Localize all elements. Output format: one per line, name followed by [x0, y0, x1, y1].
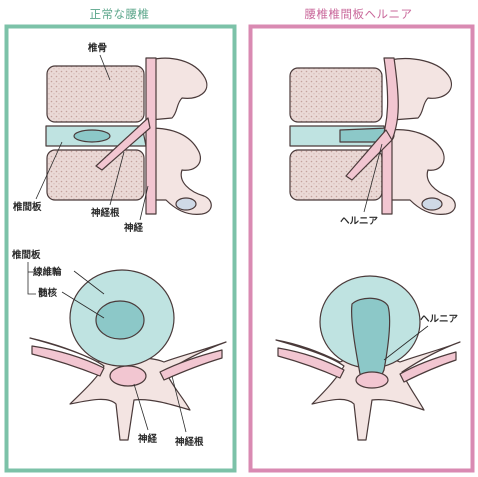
left-vertebra-upper — [47, 66, 144, 122]
left-vertebra-lower — [47, 150, 144, 200]
label-nerve-bottom: 神経 — [138, 433, 158, 445]
label-annulus: 線維輪 — [33, 266, 62, 278]
right-top-view — [276, 276, 460, 440]
label-disc-top: 椎間板 — [11, 249, 41, 261]
label-nerve: 神経 — [124, 222, 144, 234]
label-hernia-side: ヘルニア — [340, 216, 379, 227]
right-posterior-element-upper — [390, 59, 451, 120]
left-top-disc-nucleus — [96, 301, 144, 339]
label-nucleus: 髄核 — [38, 287, 58, 299]
left-side-view — [46, 58, 211, 214]
right-facet — [422, 198, 442, 210]
left-top-view — [30, 270, 226, 440]
label-disc: 椎間板 — [12, 201, 42, 213]
left-facet — [176, 198, 196, 210]
label-hernia-top: ヘルニア — [420, 314, 459, 325]
left-posterior-element-upper — [150, 58, 207, 120]
left-top-nerve — [110, 366, 146, 386]
label-bone: 椎骨 — [87, 42, 107, 54]
label-nerve-root: 神経根 — [91, 207, 120, 219]
right-side-view — [290, 58, 455, 214]
left-nerve — [146, 58, 156, 214]
left-disc-nucleus — [74, 130, 110, 142]
right-top-nerve — [356, 372, 388, 388]
right-vertebra-upper — [290, 68, 382, 122]
label-nerve-root-bottom: 神経根 — [175, 436, 204, 448]
